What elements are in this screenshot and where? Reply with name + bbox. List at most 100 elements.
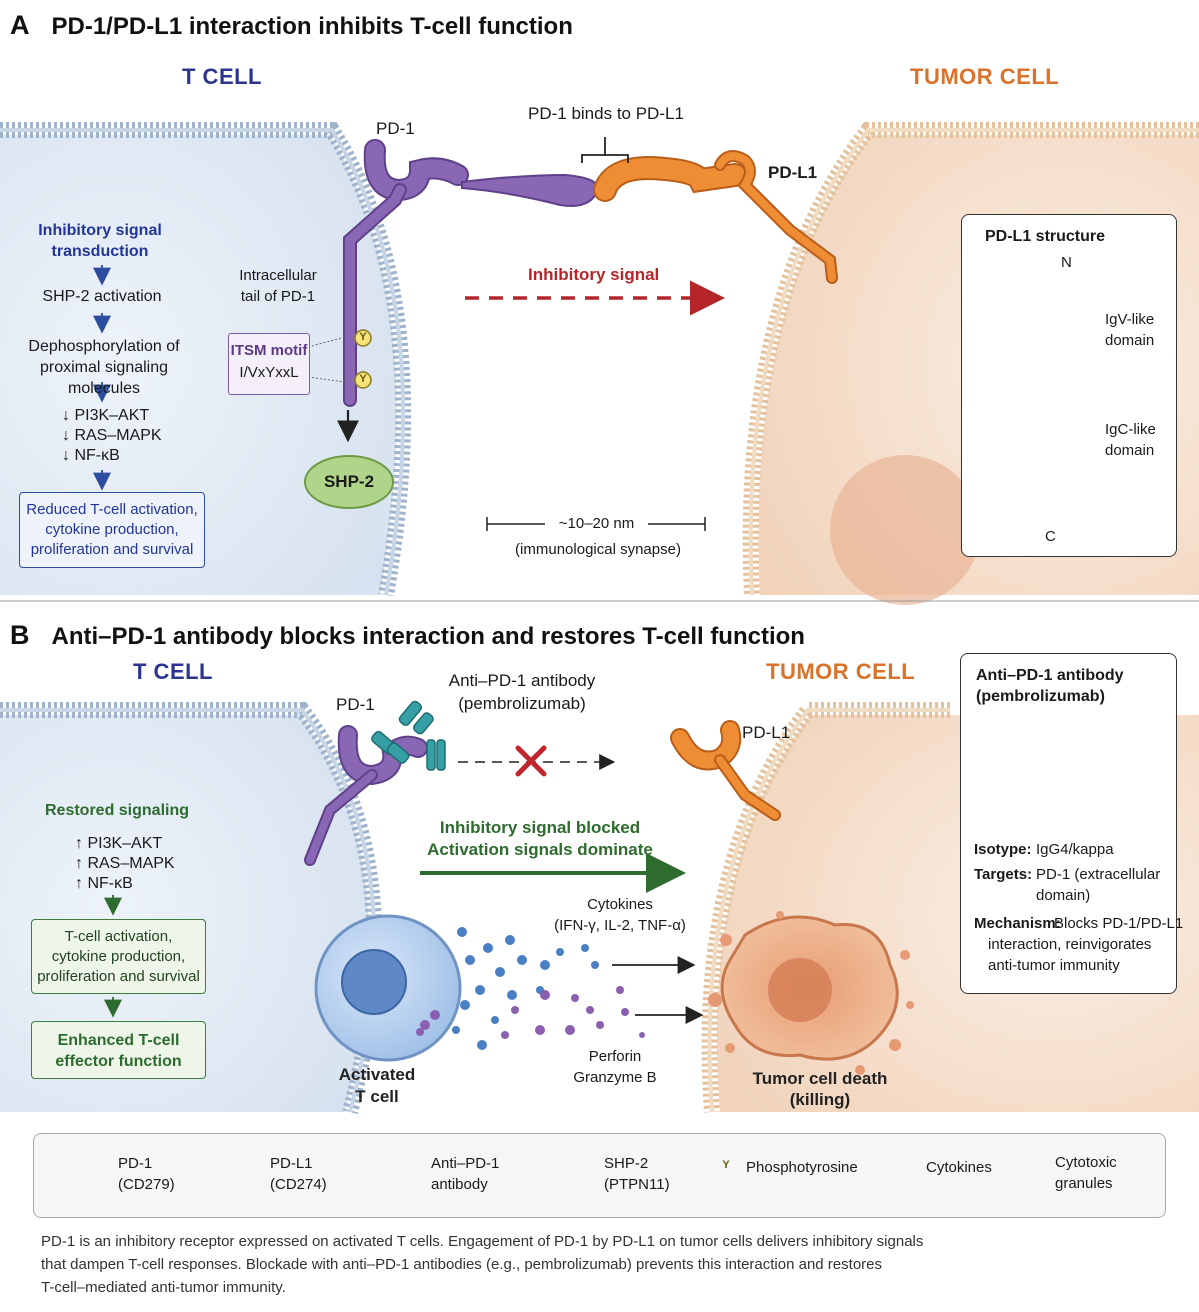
cytokines-list: (IFN-γ, IL-2, TNF-α)	[554, 917, 686, 934]
structure-n-term: N	[1061, 254, 1072, 271]
isotype-val: IgG4/kappa	[1036, 841, 1114, 858]
igc-domain-label: IgC-like domain	[1105, 421, 1156, 459]
panel-b-letter: B	[10, 620, 30, 650]
binds-bracket	[581, 137, 629, 163]
legend-shp2-sub: (PTPN11)	[604, 1176, 670, 1193]
panel-a-heading: A PD-1/PD-L1 interaction inhibits T-cell …	[10, 10, 573, 41]
signal-step-2: SHP-2 activation	[42, 288, 162, 305]
legend-phospho-label: Phosphotyrosine	[746, 1159, 858, 1176]
mechanism-val-2: interaction, reinvigorates	[988, 936, 1152, 953]
outcome-text-a: Reduced T-cell activation, cytokine prod…	[26, 501, 198, 558]
blocked-line-2: Activation signals dominate	[427, 840, 653, 859]
pd1-receptor-b	[304, 725, 428, 866]
mechanism-val-1: Blocks PD-1/PD-L1	[1054, 915, 1184, 932]
pdl1-label-b: PD-L1	[742, 723, 791, 742]
signal-step-1: Inhibitory signal transduction	[38, 222, 162, 260]
legend-pd1-label: PD-1	[118, 1155, 153, 1172]
granzyme-label: Granzyme B	[573, 1069, 657, 1086]
legend-cytokines-label: Cytokines	[926, 1159, 992, 1176]
legend-granules-sub: granules	[1055, 1175, 1113, 1192]
binds-label: PD-1 binds to PD-L1	[528, 104, 684, 123]
legend-antibody-sub: antibody	[431, 1176, 488, 1193]
t-cell-body-b	[0, 715, 370, 1112]
activation-box: T-cell activation, cytokine production, …	[31, 919, 206, 994]
antibody-drug-label: (pembrolizumab)	[458, 694, 586, 713]
tumor-nucleus-a	[830, 455, 980, 605]
inhibitory-signal-label: Inhibitory signal	[528, 265, 660, 284]
structure-c-term: C	[1045, 528, 1056, 545]
legend-phospho-y: Y	[722, 1159, 730, 1171]
t-cell-label-a: T CELL	[182, 64, 262, 89]
up-item-2: ↑ RAS–MAPK	[75, 855, 175, 872]
pdl1-label-a: PD-L1	[768, 163, 818, 182]
signal-step-6: ↓ NF-κB	[62, 447, 120, 464]
targets-key: Targets:	[974, 866, 1033, 883]
legend-granules-label: Cytotoxic	[1055, 1154, 1117, 1171]
legend-antibody-label: Anti–PD-1	[431, 1155, 500, 1172]
phosphotyrosine-2	[354, 371, 372, 389]
info-title-2: (pembrolizumab)	[976, 688, 1105, 705]
effector-box: Enhanced T-cell effector function	[31, 1021, 206, 1079]
activated-line-2: T cell	[355, 1087, 399, 1106]
legend-pd1-sub: (CD279)	[118, 1176, 175, 1193]
targets-val-2: domain)	[1036, 887, 1091, 904]
pdl1-ligand-a	[593, 150, 838, 284]
perforin-label: Perforin	[588, 1048, 642, 1065]
itsm-box: ITSM motif I/VxYxxL	[228, 333, 310, 395]
panel-a-title: PD-1/PD-L1 interaction inhibits T-cell f…	[51, 13, 573, 40]
phospho-y-1: Y	[359, 331, 367, 343]
outcome-box-a: Reduced T-cell activation, cytokine prod…	[19, 492, 205, 568]
death-line-1: Tumor cell death	[752, 1069, 888, 1088]
tail-label: Intracellular tail of PD-1	[239, 267, 317, 305]
block-x-mark	[515, 745, 547, 777]
tumor-cell-label-a: TUMOR CELL	[910, 64, 1060, 89]
death-line-2: (killing)	[789, 1090, 851, 1109]
antibody-bound	[371, 700, 446, 771]
synapse-distance-bar	[486, 517, 706, 531]
distance-label: ~10–20 nm	[558, 515, 635, 532]
dying-tumor-cell	[708, 911, 914, 1075]
caption-line-1: PD-1 is an inhibitory receptor expressed…	[41, 1233, 924, 1250]
signal-step-3: Dephosphorylation of proximal signaling …	[28, 338, 180, 397]
info-title-1: Anti–PD-1 antibody	[976, 667, 1124, 684]
signal-step-5: ↓ RAS–MAPK	[62, 427, 162, 444]
synapse-label: (immunological synapse)	[515, 541, 681, 558]
pdl1-structure-panel	[961, 214, 1177, 557]
up-item-1: ↑ PI3K–AKT	[75, 835, 163, 852]
legend-box	[33, 1133, 1166, 1218]
cytokines-title: Cytokines	[587, 896, 653, 913]
isotype-key: Isotype:	[974, 841, 1032, 858]
panel-a-letter: A	[10, 10, 30, 40]
panel-b-heading: B Anti–PD-1 antibody blocks interaction a…	[10, 620, 805, 651]
t-cell-label-b: T CELL	[133, 659, 213, 684]
phosphotyrosine-1	[354, 329, 372, 347]
blocked-line-1: Inhibitory signal blocked	[439, 818, 641, 837]
pdl1-ligand-b	[670, 720, 781, 821]
shp2-label: SHP-2	[323, 472, 375, 491]
tumor-cell-label-b: TUMOR CELL	[766, 659, 916, 684]
granule-particles	[501, 986, 645, 1039]
phospho-y-2: Y	[359, 373, 367, 385]
effector-box-text: Enhanced T-cell effector function	[55, 1032, 182, 1070]
pd1-receptor-a	[343, 139, 600, 407]
itsm-title: ITSM motif	[230, 342, 308, 359]
itsm-seq: I/VxYxxL	[239, 364, 299, 381]
pd1-label-a: PD-1	[376, 119, 415, 138]
up-item-3: ↑ NF-κB	[75, 875, 133, 892]
signal-step-4: ↓ PI3K–AKT	[62, 407, 150, 424]
restored-signaling: Restored signaling	[44, 802, 190, 819]
igv-domain-label: IgV-like domain	[1105, 311, 1155, 349]
mechanism-key: Mechanism:	[974, 915, 1061, 932]
mechanism-val-3: anti-tumor immunity	[988, 957, 1120, 974]
activation-box-text: T-cell activation, cytokine production, …	[37, 928, 200, 985]
legend-pdl1-sub: (CD274)	[270, 1176, 327, 1193]
panel-b-title: Anti–PD-1 antibody blocks interaction an…	[51, 623, 805, 650]
shp2-protein	[304, 455, 394, 509]
antibody-label: Anti–PD-1 antibody	[448, 671, 596, 690]
targets-val-1: PD-1 (extracellular	[1036, 866, 1161, 883]
antibody-info-panel	[960, 653, 1177, 994]
caption-line-3: T-cell–mediated anti-tumor immunity.	[41, 1279, 286, 1296]
activated-line-1: Activated	[338, 1065, 416, 1084]
structure-title: PD-L1 structure	[985, 228, 1106, 245]
